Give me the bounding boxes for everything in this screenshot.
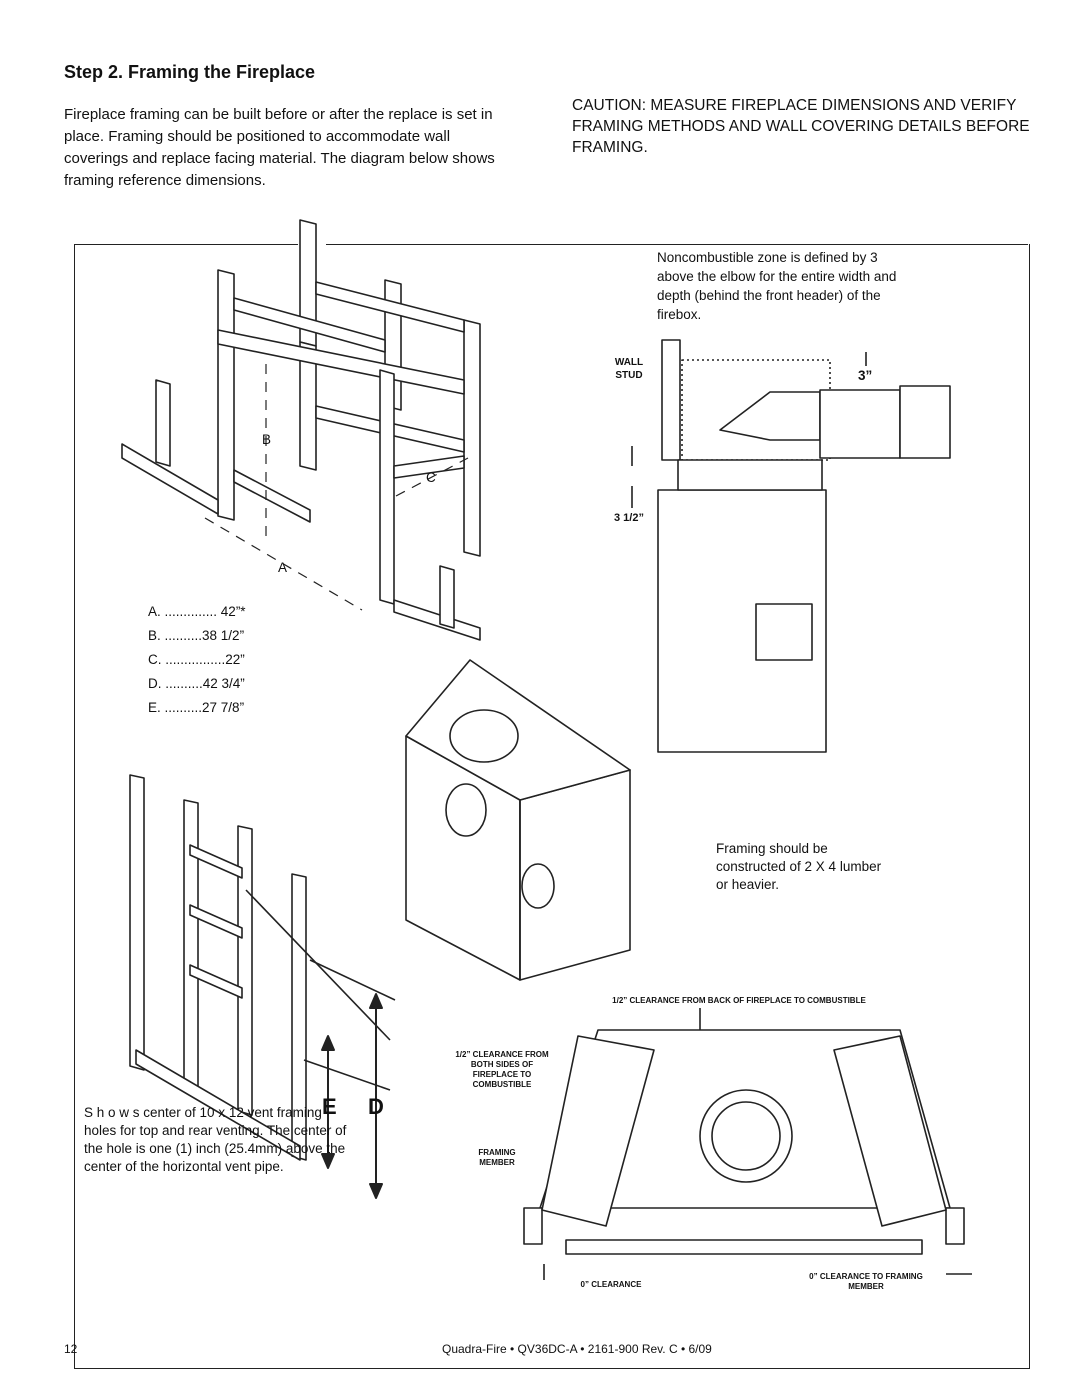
frame-border-top-right xyxy=(326,244,1028,245)
label-b: B xyxy=(262,432,272,447)
noncombustible-note: Noncombustible zone is defined by 3 abov… xyxy=(657,250,897,322)
footer-text: Quadra-Fire • QV36DC-A • 2161-900 Rev. C… xyxy=(442,1342,712,1356)
dimension-a: A. .............. 42”* xyxy=(148,604,246,619)
frame-border-top-left xyxy=(74,244,298,245)
label-e: E xyxy=(322,1094,337,1119)
zero-clearance-framing-label: 0” CLEARANCE TO FRAMING MEMBER xyxy=(809,1272,923,1291)
caution-paragraph: CAUTION: MEASURE FIREPLACE DIMENSIONS AN… xyxy=(572,97,1030,156)
lower-framing-drawing xyxy=(129,774,396,1161)
label-a: A xyxy=(278,560,288,575)
dim-3-label: 3” xyxy=(858,368,873,383)
framing-note: Framing should be constructed of 2 X 4 l… xyxy=(716,841,882,892)
page-number: 12 xyxy=(64,1342,78,1356)
dimension-b: B. ..........38 1/2” xyxy=(148,628,245,643)
upper-framing-drawing xyxy=(121,219,481,641)
framing-member-label: FRAMING MEMBER xyxy=(478,1148,516,1167)
label-d: D xyxy=(368,1094,384,1119)
dim-3-5-label: 3 1/2” xyxy=(614,512,644,524)
intro-paragraph: Fireplace framing can be built before or… xyxy=(64,106,495,189)
step-title: Step 2. Framing the Fireplace xyxy=(64,62,316,82)
plan-view-drawing xyxy=(523,1008,972,1280)
clearance-back-label: 1/2” CLEARANCE FROM BACK OF FIREPLACE TO… xyxy=(612,996,866,1005)
dimension-d: D. ..........42 3/4” xyxy=(148,676,245,691)
diagram-frame xyxy=(74,244,1030,1369)
vent-note: S h o w s center of 10 x 12 vent framing… xyxy=(84,1105,347,1174)
dimension-c: C. ................22” xyxy=(148,652,245,667)
fireplace-drawing xyxy=(405,659,631,981)
side-elevation-drawing xyxy=(631,339,951,753)
clearance-sides-label: 1/2” CLEARANCE FROM BOTH SIDES OF FIREPL… xyxy=(455,1050,549,1089)
label-c: C xyxy=(426,470,436,485)
dimension-list: A. .............. 42”* B. ..........38 1… xyxy=(148,604,246,724)
dimension-e: E. ..........27 7/8” xyxy=(148,700,245,715)
zero-clearance-label: 0” CLEARANCE xyxy=(580,1280,642,1289)
wall-stud-label: WALL STUD xyxy=(614,357,644,381)
